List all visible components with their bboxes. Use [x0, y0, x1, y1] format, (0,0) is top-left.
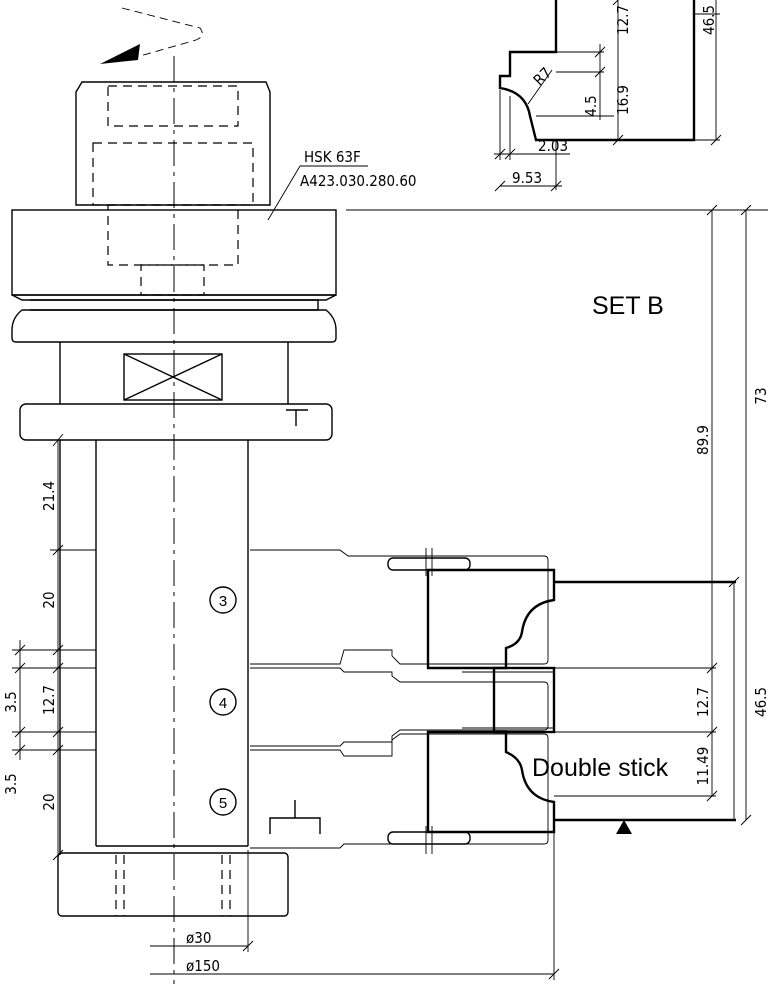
set-label: SET B [592, 292, 664, 320]
dim-profile-9-53: 9.53 [512, 169, 542, 187]
marker-3: 3 [219, 593, 227, 610]
dim-89-9: 89.9 [694, 425, 712, 455]
dim-12-7-left: 12.7 [40, 685, 58, 715]
marker-5: 5 [219, 795, 227, 812]
dim-46-5-right: 46.5 [752, 687, 768, 717]
blade-markers: 3 4 5 [209, 586, 237, 816]
dim-profile-r7: R7 [530, 64, 555, 89]
dim-3-5-bottom: 3.5 [2, 773, 20, 794]
part-number-label: A423.030.280.60 [300, 172, 417, 190]
cutter-profile [426, 568, 556, 834]
marker-4: 4 [219, 695, 227, 712]
dim-profile-46-5: 46.5 [700, 5, 718, 35]
dim-profile-12-7: 12.7 [614, 5, 632, 35]
arbor-nut [57, 852, 289, 917]
dim-12-7-right: 12.7 [694, 687, 712, 717]
hsk-taper [75, 81, 271, 296]
tool-type-label: Double stick [532, 754, 669, 782]
holder-neck [59, 342, 289, 404]
holder-collar [19, 403, 333, 441]
profile-detail [494, 0, 722, 192]
dim-profile-16-9: 16.9 [614, 85, 632, 115]
profile-reference-lines [554, 580, 736, 822]
reference-triangle [616, 820, 632, 834]
arbor-shaft [59, 440, 249, 855]
holder-leader [267, 165, 368, 221]
left-dimensions [12, 433, 96, 861]
diameter-dimensions [150, 832, 560, 980]
dim-73: 73 [752, 387, 768, 404]
right-dimensions [346, 204, 768, 826]
rotation-arrow [100, 7, 203, 64]
datum-symbol [269, 800, 321, 834]
holder-label: HSK 63F [304, 148, 361, 166]
dim-20-top: 20 [40, 591, 58, 608]
knife-blanks [250, 549, 549, 849]
dim-3-5-top: 3.5 [2, 691, 20, 712]
dim-dia-150: ø150 [186, 957, 220, 975]
dim-dia-30: ø30 [186, 929, 211, 947]
dim-21-4: 21.4 [40, 481, 58, 511]
dim-profile-4-5: 4.5 [582, 95, 600, 116]
dim-20-bottom: 20 [40, 793, 58, 810]
dim-profile-2-03: 2.03 [538, 137, 568, 155]
dim-11-49: 11.49 [694, 747, 712, 786]
